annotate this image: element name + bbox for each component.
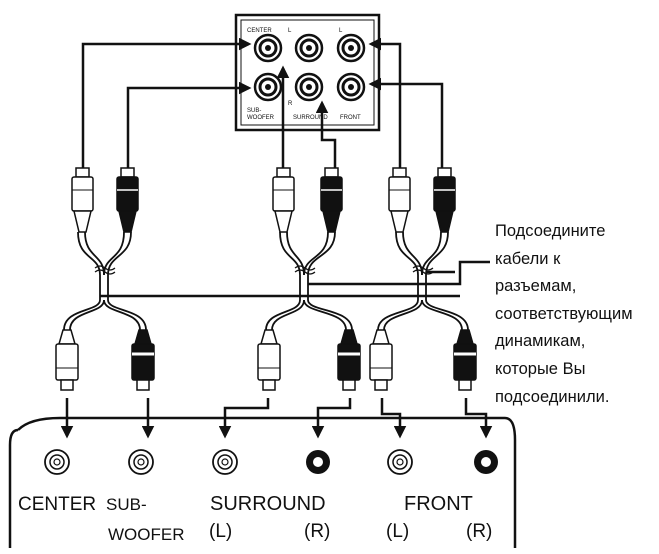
terminal-label-front-r: (R) <box>466 521 492 542</box>
panel-jack-surround-r[interactable] <box>294 72 324 102</box>
upper-plug-surround-l-white <box>272 167 295 233</box>
panel-label-center: CENTER <box>247 28 272 34</box>
lower-plug-surround-l-white <box>257 329 281 391</box>
arrow-to-surround-r-terminal <box>311 398 352 439</box>
arrow-center-to-panel <box>81 37 252 170</box>
amplifier-rear-panel <box>8 416 517 548</box>
receiver-jack-panel: CENTER L L SUB- WOOFER R SURROUND FRONT <box>234 13 381 132</box>
panel-label-woofer: WOOFER <box>247 115 275 121</box>
upper-plug-surround-r-black <box>320 167 343 233</box>
cable-wires <box>63 231 469 331</box>
upper-plug-front-r-black <box>433 167 456 233</box>
terminal-center-jack[interactable] <box>44 449 70 475</box>
note-line: подсоединили. <box>495 387 610 406</box>
terminal-surround-l-jack[interactable] <box>212 449 238 475</box>
arrow-surround-r-to-panel <box>315 100 337 170</box>
note-line: кабели к <box>495 249 561 268</box>
arrow-front-r-to-panel <box>368 77 444 170</box>
panel-label-r: R <box>288 101 293 107</box>
note-line: разъемам, <box>495 277 577 296</box>
terminal-label-surround: SURROUND <box>210 493 326 515</box>
lower-plug-subwoofer-black <box>131 329 155 391</box>
lower-plug-surround-r-black <box>337 329 361 391</box>
panel-jack-center[interactable] <box>253 33 283 63</box>
terminal-label-sub: SUB- <box>106 495 147 514</box>
panel-label-front: FRONT <box>340 115 361 121</box>
upper-plug-center-white <box>71 167 94 233</box>
terminal-label-front: FRONT <box>404 493 473 515</box>
terminal-subwoofer-jack[interactable] <box>128 449 154 475</box>
panel-label-surround: SURROUND <box>293 115 328 121</box>
terminal-surround-r-jack[interactable] <box>306 450 330 474</box>
lower-plug-front-l-white <box>369 329 393 391</box>
note-line: соответствующим <box>495 304 633 323</box>
arrow-front-l-to-panel <box>368 37 402 170</box>
panel-jack-front-r[interactable] <box>336 72 366 102</box>
terminal-label-surround-l: (L) <box>209 521 232 542</box>
arrow-subwoofer-to-panel <box>126 81 252 170</box>
panel-label-sub: SUB- <box>247 108 261 114</box>
panel-label-l: L <box>288 28 292 34</box>
terminal-label-center: CENTER <box>18 494 96 515</box>
connection-instruction-note: Подсоедините кабели к разъемам, соответс… <box>495 218 659 411</box>
terminal-front-r-jack[interactable] <box>474 450 498 474</box>
panel-jack-surround-l[interactable] <box>294 33 324 63</box>
terminal-label-woofer: WOOFER <box>108 525 185 544</box>
terminal-label-front-l: (L) <box>386 521 409 542</box>
note-line: динамикам, <box>495 332 586 351</box>
terminal-label-surround-r: (R) <box>304 521 330 542</box>
lower-plug-center-white <box>55 329 79 391</box>
panel-jack-front-l[interactable] <box>336 33 366 63</box>
arrow-to-surround-l-terminal <box>218 398 270 439</box>
arrow-to-front-l-terminal <box>380 398 407 439</box>
panel-jack-subwoofer[interactable] <box>253 72 283 102</box>
lower-plug-front-r-black <box>453 329 477 391</box>
callout-lines <box>100 260 490 298</box>
note-line: которые Вы <box>495 359 586 378</box>
note-line: Подсоедините <box>495 222 606 240</box>
terminal-front-l-jack[interactable] <box>387 449 413 475</box>
arrow-to-front-r-terminal <box>464 398 493 439</box>
upper-plug-front-l-white <box>388 167 411 233</box>
panel-connection-arrows <box>81 37 444 170</box>
panel-label-l-front: L <box>339 28 343 34</box>
upper-plug-subwoofer-black <box>116 167 139 233</box>
